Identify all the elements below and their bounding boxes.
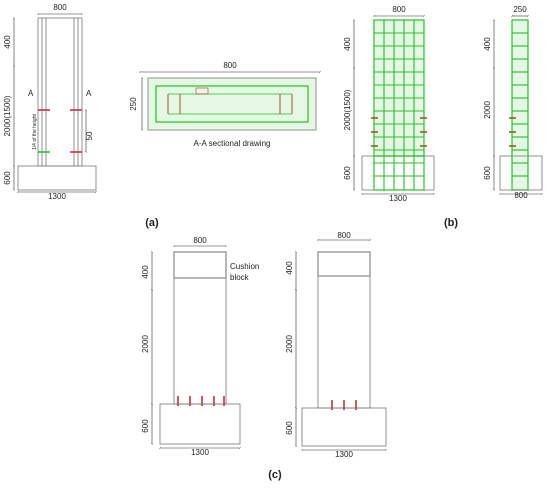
panel-c-wall2-height-label: 2000 bbox=[285, 335, 294, 353]
panel-b: 800 400 2000(1500) 600 1300 250 400 2000… bbox=[343, 5, 544, 229]
section-stirrup bbox=[155, 85, 309, 123]
panel-b-wall1-cage bbox=[373, 19, 425, 157]
panel-a-caption: (a) bbox=[145, 217, 159, 229]
panel-a-width-label: 800 bbox=[53, 3, 67, 12]
panel-c-wall1-top-label: 400 bbox=[141, 265, 150, 279]
panel-a-base-width-label: 1300 bbox=[48, 192, 66, 201]
panel-b-wall1-base bbox=[361, 155, 435, 191]
panel-c-wall1-cushion-block bbox=[173, 251, 227, 279]
panel-b-wall1-base-label: 600 bbox=[343, 166, 352, 180]
panel-a-wall bbox=[37, 17, 83, 167]
section-width-label: 800 bbox=[223, 61, 237, 70]
panel-b-wall1-grid bbox=[371, 20, 427, 190]
section-gauge-box bbox=[195, 87, 209, 95]
section-outline bbox=[147, 77, 317, 131]
panel-b-wall1-base-width-label: 1300 bbox=[389, 194, 407, 203]
panel-c-wall1-bolts bbox=[177, 396, 225, 406]
panel-a-base-label: 600 bbox=[3, 171, 12, 185]
panel-c-cushion-label-1: Cushion bbox=[230, 262, 259, 271]
panel-c-wall1 bbox=[173, 251, 227, 405]
panel-b-wall2-height-label: 2000 bbox=[483, 101, 492, 119]
panel-a-quarter-note: 1/4 of the height bbox=[32, 114, 38, 150]
panel-b-wall2-width-label: 250 bbox=[513, 5, 527, 14]
panel-a-section-mark-left: A bbox=[28, 89, 34, 98]
panel-b-caption: (b) bbox=[444, 217, 458, 229]
panel-a: 800 A A 1/4 of the height 400 2000(1500)… bbox=[3, 3, 322, 229]
panel-a-height-label: 2000(1500) bbox=[3, 95, 12, 136]
panel-a-top-label: 400 bbox=[3, 35, 12, 49]
panel-c-wall2-base bbox=[301, 407, 387, 447]
panel-c-wall1-base-label: 600 bbox=[141, 419, 150, 433]
section-height-label: 250 bbox=[129, 97, 138, 111]
panel-b-wall1-height-label: 2000(1500) bbox=[343, 89, 352, 130]
panel-b-wall2-base-width-label: 800 bbox=[514, 191, 528, 200]
panel-b-wall1-width-label: 800 bbox=[392, 5, 406, 14]
panel-b-wall2-base-label: 600 bbox=[483, 166, 492, 180]
panel-c-wall2-base-width-label: 1300 bbox=[335, 450, 353, 459]
panel-c: 800 Cushion block 400 2000 600 1300 800 … bbox=[141, 231, 388, 481]
panel-c-wall2-base-label: 600 bbox=[285, 421, 294, 435]
panel-c-caption: (c) bbox=[268, 469, 282, 481]
panel-a-base bbox=[17, 165, 97, 191]
panel-b-wall2-top-label: 400 bbox=[483, 37, 492, 51]
panel-a-section-mark-right: A bbox=[86, 89, 92, 98]
panel-c-wall1-base-width-label: 1300 bbox=[191, 448, 209, 457]
panel-b-wall2-grid bbox=[509, 32, 528, 177]
panel-c-wall2-bolts bbox=[331, 400, 357, 410]
panel-a-gauge-label: 50 bbox=[85, 131, 94, 140]
panel-b-wall1-base-cage bbox=[373, 155, 425, 191]
section-title: A-A sectional drawing bbox=[194, 139, 271, 148]
panel-b-wall2-base bbox=[499, 155, 543, 191]
panel-c-wall2-cushion-block bbox=[317, 251, 371, 277]
panel-c-wall1-width-label: 800 bbox=[193, 236, 207, 245]
panel-c-wall1-base bbox=[159, 403, 241, 445]
panel-c-wall2-top-label: 400 bbox=[285, 261, 294, 275]
panel-c-cushion-label-2: block bbox=[230, 273, 250, 282]
panel-c-wall2-width-label: 800 bbox=[337, 231, 351, 240]
panel-c-wall1-height-label: 2000 bbox=[141, 335, 150, 353]
panel-b-wall1-top-label: 400 bbox=[343, 37, 352, 51]
